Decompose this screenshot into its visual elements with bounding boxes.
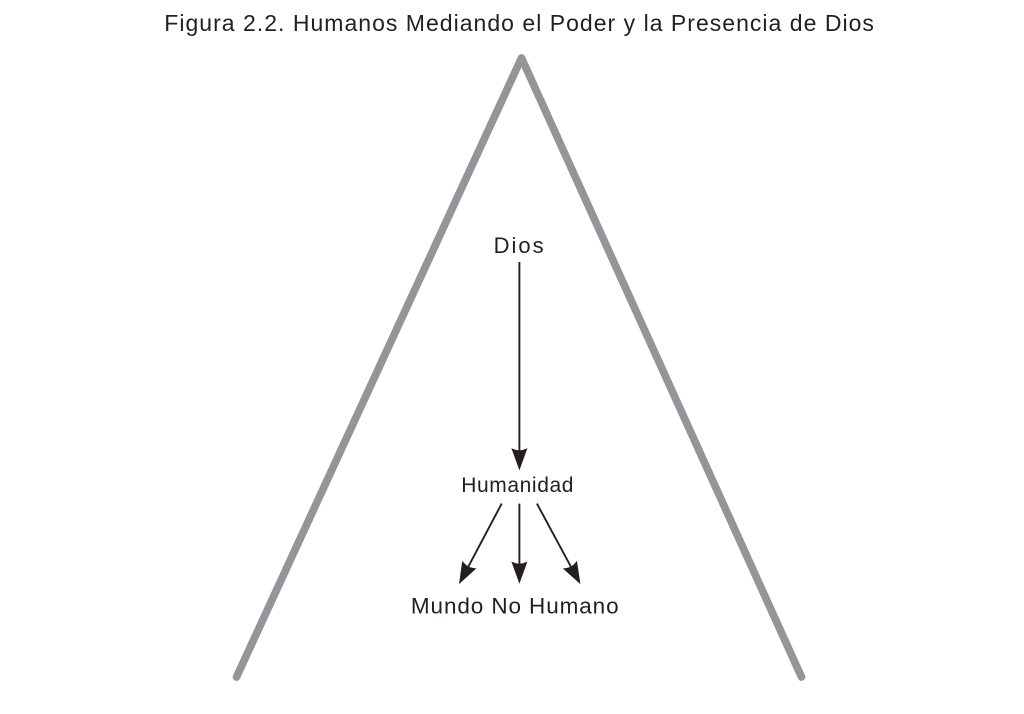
svg-text:Figura 2.2. Humanos Mediando e: Figura 2.2. Humanos Mediando el Poder y … — [164, 10, 875, 36]
svg-text:Humanidad: Humanidad — [461, 474, 574, 497]
svg-text:Mundo No Humano: Mundo No Humano — [411, 594, 620, 619]
svg-text:Dios: Dios — [494, 233, 546, 258]
